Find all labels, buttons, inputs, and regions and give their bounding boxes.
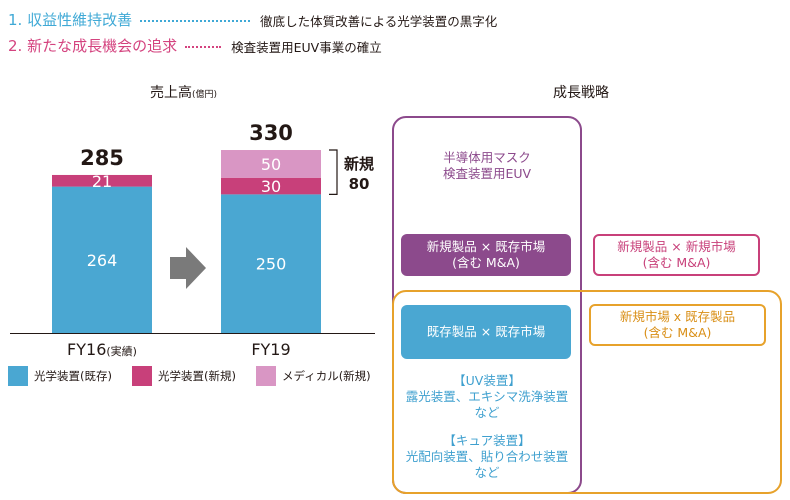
cure-line-3: など: [474, 465, 500, 480]
uv-line-2: 露光装置、エキシマ洗浄装置: [405, 389, 569, 404]
legend-swatch: [256, 366, 276, 386]
strategy-title: 成長戦略: [553, 85, 609, 101]
bar-segment: [221, 194, 321, 333]
arrow-icon: [170, 247, 206, 289]
legend-label: 光学装置(新規): [158, 369, 236, 383]
bar-total-label: 330: [249, 121, 293, 145]
bar-segment: [52, 174, 152, 187]
legend-swatch: [8, 366, 28, 386]
bracket-label: 新規: [344, 155, 374, 173]
nmep-line-2: (含む M&A): [643, 325, 712, 340]
npnm-line-1: 新規製品 × 新規市場: [617, 239, 736, 254]
headline-2-desc: 検査装置用EUV事業の確立: [231, 40, 382, 55]
dotted-leader: [140, 19, 251, 22]
bar-value-label: 264: [87, 251, 118, 270]
chart-title: 売上高(億円): [150, 82, 217, 102]
euv-label: 半導体用マスク 検査装置用EUV: [400, 150, 574, 182]
euv-line-2: 検査装置用EUV: [442, 166, 532, 181]
uv-line-1: 【UV装置】: [453, 373, 521, 388]
bar-segment: [221, 177, 321, 195]
headline-1-desc: 徹底した体質改善による光学装置の黒字化: [260, 14, 498, 29]
new-product-new-market-box: 新規製品 × 新規市場 (含む M&A): [593, 234, 760, 276]
legend-label: メディカル(新規): [282, 369, 371, 383]
bar-value-label: 21: [92, 172, 112, 191]
existing-product-frame: [392, 290, 782, 494]
uv-device-text: 【UV装置】 露光装置、エキシマ洗浄装置 など: [394, 373, 580, 421]
new-product-existing-market-box: 新規製品 × 既存市場 (含む M&A): [401, 234, 571, 276]
category-label: FY16(実績): [67, 340, 137, 359]
nmep-line-1: 新規市場 x 既存製品: [619, 309, 736, 324]
uv-line-3: など: [474, 405, 500, 420]
headline-2: 2. 新たな成長機会の追求 検査装置用EUV事業の確立: [8, 35, 382, 56]
bar-value-label: 30: [261, 177, 281, 196]
legend-swatch: [132, 366, 152, 386]
new-business-bracket: [329, 149, 338, 195]
legend-item-medical: メディカル(新規): [256, 366, 371, 386]
headline-1-label: 1. 収益性維持改善: [8, 11, 133, 29]
legend-item-new-optical: 光学装置(新規): [132, 366, 236, 386]
npnm-line-2: (含む M&A): [642, 255, 711, 270]
existing-product-existing-market-box: 既存製品 × 既存市場: [401, 305, 571, 359]
category-note: (実績): [106, 344, 137, 358]
headline-2-label: 2. 新たな成長機会の追求: [8, 37, 178, 55]
bar-segment: [52, 186, 152, 333]
bracket-value: 80: [349, 175, 370, 193]
cure-line-2: 光配向装置、貼り合わせ装置: [405, 449, 569, 464]
cure-device-text: 【キュア装置】 光配向装置、貼り合わせ装置 など: [394, 433, 580, 481]
bar-total-label: 285: [80, 146, 124, 170]
bar-value-label: 250: [256, 255, 287, 274]
new-market-existing-product-box: 新規市場 x 既存製品 (含む M&A): [589, 304, 766, 346]
bar-segment: [221, 150, 321, 178]
legend-item-existing-optical: 光学装置(既存): [8, 366, 112, 386]
chart-unit: (億円): [192, 90, 218, 100]
bar-value-label: 50: [261, 155, 281, 174]
dotted-leader: [185, 45, 222, 48]
epem-label: 既存製品 × 既存市場: [426, 324, 546, 339]
npem-line-2: (含む M&A): [452, 255, 520, 270]
chart-title-text: 売上高: [150, 85, 192, 101]
npem-line-1: 新規製品 × 既存市場: [426, 239, 546, 254]
headline-1: 1. 収益性維持改善 徹底した体質改善による光学装置の黒字化: [8, 9, 497, 30]
category-label: FY19: [251, 340, 290, 359]
cure-line-1: 【キュア装置】: [443, 433, 531, 448]
legend-label: 光学装置(既存): [34, 369, 112, 383]
euv-line-1: 半導体用マスク: [443, 150, 531, 165]
